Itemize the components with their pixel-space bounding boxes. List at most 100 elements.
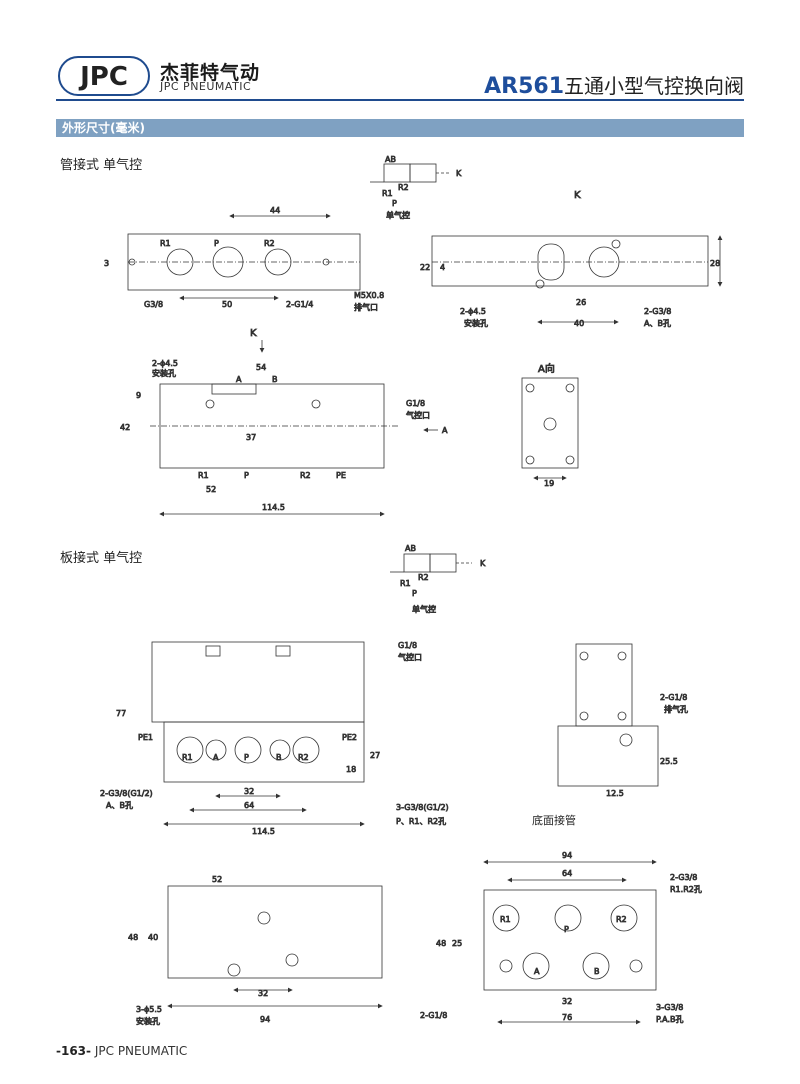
dim-40: 40 bbox=[574, 319, 584, 328]
page-title: AR561五通小型气控换向阀 bbox=[484, 70, 744, 99]
sym-ab: AB bbox=[385, 155, 396, 164]
a-view bbox=[521, 377, 579, 481]
base-dim-25: 25 bbox=[452, 939, 462, 948]
dim-4: 4 bbox=[440, 263, 445, 272]
plate-sym-r2: R2 bbox=[418, 573, 429, 582]
title-model: AR561 bbox=[484, 74, 564, 99]
footer: -163- JPC PNEUMATIC bbox=[56, 1044, 187, 1058]
side-g38: 2-G3/8 bbox=[644, 307, 671, 316]
plate-sym-k: K bbox=[480, 559, 486, 568]
sym-p: P bbox=[392, 199, 397, 208]
plate-sym-ab: AB bbox=[405, 544, 416, 553]
plate-a: A bbox=[213, 753, 219, 762]
valve-symbol-plate bbox=[390, 553, 472, 573]
base-dim-64: 64 bbox=[562, 869, 572, 878]
top-dim-52: 52 bbox=[212, 875, 222, 884]
dim-27: 27 bbox=[370, 751, 380, 760]
sym-r1: R1 bbox=[382, 189, 393, 198]
label-m5: M5X0.8 bbox=[354, 291, 384, 300]
dim-32: 32 bbox=[244, 787, 254, 796]
plate-g38-ab: 2-G3/8(G1/2) bbox=[100, 789, 153, 798]
plate-pr-hole: P、R1、R2孔 bbox=[396, 817, 446, 826]
base-b: B bbox=[594, 967, 600, 976]
caption-pipe-type: 管接式 单气控 bbox=[60, 158, 143, 173]
dim-37: 37 bbox=[246, 433, 256, 442]
dim-18: 18 bbox=[346, 765, 356, 774]
plate-ab-hole: A、B孔 bbox=[106, 801, 133, 810]
front-pilot: 气控口 bbox=[406, 410, 430, 420]
label-g38: G3/8 bbox=[144, 300, 163, 309]
top-dim-48: 48 bbox=[128, 933, 138, 942]
label-g14: 2-G1/4 bbox=[286, 300, 313, 309]
port-r2: R2 bbox=[264, 239, 275, 248]
base-r1: R1 bbox=[500, 915, 511, 924]
base-g18: 2-G1/8 bbox=[420, 1011, 447, 1020]
page-number: -163- bbox=[56, 1044, 92, 1058]
valve-symbol-pipe bbox=[370, 163, 450, 183]
dim-3: 3 bbox=[104, 259, 109, 268]
side-hole: 2-ϕ4.5 bbox=[460, 307, 486, 316]
front-r1: R1 bbox=[198, 471, 209, 480]
dim-28: 28 bbox=[710, 259, 720, 268]
top-dim-40: 40 bbox=[148, 933, 158, 942]
base-dim-32: 32 bbox=[562, 997, 572, 1006]
plate-sym-r1: R1 bbox=[400, 579, 411, 588]
footer-brand: JPC PNEUMATIC bbox=[94, 1044, 188, 1058]
plate-base-view bbox=[483, 859, 657, 1025]
base-dim-48: 48 bbox=[436, 939, 446, 948]
front-arrow-a: A bbox=[442, 426, 448, 435]
base-r2: R2 bbox=[616, 915, 627, 924]
dim-255: 25.5 bbox=[660, 757, 678, 766]
side-g18: 2-G1/8 bbox=[660, 693, 687, 702]
plate-pilot: 气控口 bbox=[398, 652, 422, 662]
dim-54: 54 bbox=[256, 363, 266, 372]
top-hole-note: 安装孔 bbox=[136, 1016, 160, 1026]
brand-name-cn: 杰菲特气动 bbox=[160, 62, 261, 84]
title-cn: 五通小型气控换向阀 bbox=[564, 74, 744, 98]
base-dim-94: 94 bbox=[562, 851, 572, 860]
side-hole-note: 安装孔 bbox=[464, 318, 488, 328]
dim-plate-1145: 114.5 bbox=[252, 827, 275, 836]
port-p: P bbox=[214, 239, 219, 248]
front-a: A bbox=[236, 375, 242, 384]
section-bar bbox=[56, 119, 744, 137]
plate-r2: R2 bbox=[298, 753, 309, 762]
plate-r1: R1 bbox=[182, 753, 193, 762]
label-exhaust: 排气口 bbox=[354, 302, 378, 312]
sym-note: 单气控 bbox=[386, 210, 410, 220]
dim-1145: 114.5 bbox=[262, 503, 285, 512]
pipe-front-view bbox=[150, 340, 438, 517]
pipe-top-view bbox=[127, 213, 361, 301]
port-r1: R1 bbox=[160, 239, 171, 248]
top-hole: 3-ϕ5.5 bbox=[136, 1005, 162, 1014]
plate-g18: G1/8 bbox=[398, 641, 417, 650]
front-r2: R2 bbox=[300, 471, 311, 480]
jpc-logo: JPC bbox=[58, 56, 150, 96]
front-p: P bbox=[244, 471, 249, 480]
plate-sym-p: P bbox=[412, 589, 417, 598]
front-hole-note: 安装孔 bbox=[152, 368, 176, 378]
sym-r2: R2 bbox=[398, 183, 409, 192]
front-g18: G1/8 bbox=[406, 399, 425, 408]
side-ab-hole: A、B孔 bbox=[644, 319, 671, 328]
base-dim-76: 76 bbox=[562, 1013, 572, 1022]
brand-name-en: JPC PNEUMATIC bbox=[160, 80, 252, 93]
plate-pe1: PE1 bbox=[138, 733, 153, 742]
front-b: B bbox=[272, 375, 278, 384]
dim-42: 42 bbox=[120, 423, 130, 432]
dim-22: 22 bbox=[420, 263, 430, 272]
dim-52: 52 bbox=[206, 485, 216, 494]
caption-plate-type: 板接式 单气控 bbox=[60, 551, 143, 566]
dim-125: 12.5 bbox=[606, 789, 624, 798]
plate-sym-note: 单气控 bbox=[412, 604, 436, 614]
front-hole: 2-ϕ4.5 bbox=[152, 359, 178, 368]
base-g38-pab: 3-G3/8 bbox=[656, 1003, 683, 1012]
base-a: A bbox=[534, 967, 540, 976]
plate-pe2: PE2 bbox=[342, 733, 357, 742]
dim-44: 44 bbox=[270, 206, 280, 215]
dim-77: 77 bbox=[116, 709, 126, 718]
dim-64: 64 bbox=[244, 801, 254, 810]
base-p: P bbox=[564, 925, 569, 934]
base-pab-hole: P.A.B孔 bbox=[656, 1015, 683, 1024]
